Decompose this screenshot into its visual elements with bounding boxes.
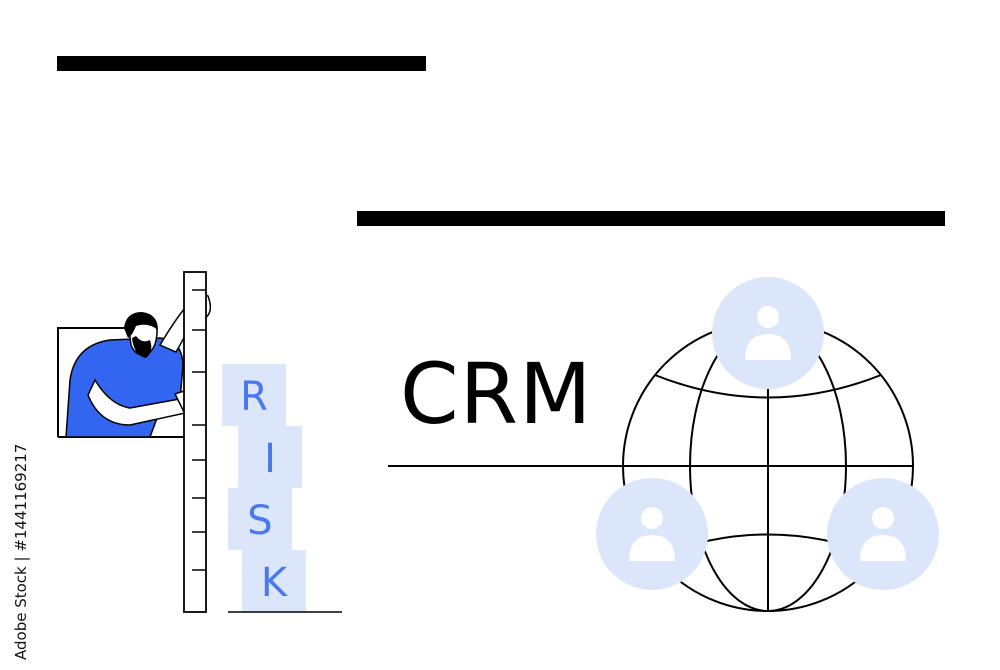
header-bar-top: [57, 56, 426, 71]
risk-block-s: [228, 488, 292, 550]
risk-letter-r: R: [240, 374, 268, 420]
user-avatar-icon-left: [596, 478, 708, 590]
risk-block-i: [238, 426, 302, 488]
measuring-ruler: [183, 271, 207, 613]
user-avatar-icon-top: [712, 277, 824, 389]
header-bar-mid: [357, 211, 945, 226]
user-avatar-icon-right: [827, 478, 939, 590]
risk-letter-s: S: [247, 498, 272, 544]
risk-blocks: R I S K: [222, 364, 342, 613]
crm-title: CRM: [400, 345, 593, 443]
stock-watermark-label: Adobe Stock | #1441169217: [12, 444, 30, 660]
risk-block-r: [222, 364, 286, 426]
risk-letter-i: I: [264, 436, 276, 482]
risk-block-k: [242, 550, 306, 612]
risk-letter-k: K: [261, 560, 289, 606]
